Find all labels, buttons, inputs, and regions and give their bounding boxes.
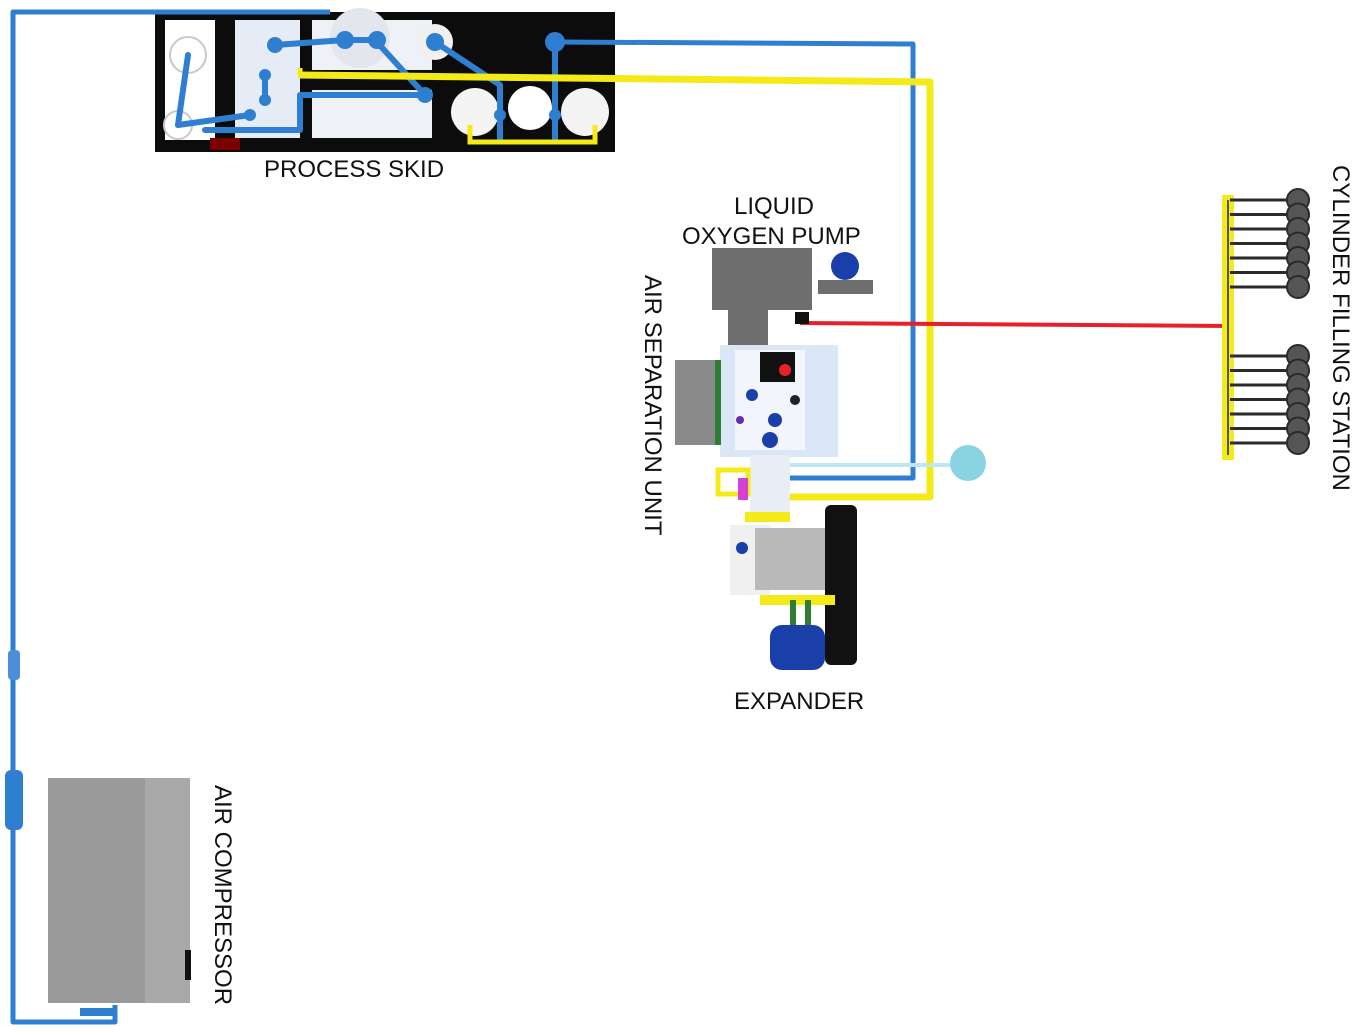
cylinder-filling-station-label: CYLINDER FILLING STATION xyxy=(1327,165,1354,491)
liquid-oxygen-pump xyxy=(712,248,873,348)
cylinder-filling-station xyxy=(1222,188,1310,460)
expander xyxy=(730,505,857,670)
cylinder-upper xyxy=(1286,275,1310,299)
air-supply-pipe xyxy=(10,9,330,1025)
liquid-oxygen-pump-label-line2: OXYGEN PUMP xyxy=(682,223,861,250)
inline-valve xyxy=(5,770,23,830)
oxygen-pipe xyxy=(297,71,934,501)
air-compressor xyxy=(48,778,191,1016)
air-separation-unit xyxy=(675,345,838,515)
air-separation-unit-label: AIR SEPARATION UNIT xyxy=(639,275,666,536)
vent-silencer xyxy=(950,445,986,481)
cylinder-banks xyxy=(1230,188,1310,455)
process-skid-label: PROCESS SKID xyxy=(264,156,445,183)
expander-label: EXPANDER xyxy=(734,688,865,715)
process-air-pipe xyxy=(557,39,916,481)
process-skid xyxy=(155,8,615,152)
air-compressor-label: AIR COMPRESSOR xyxy=(209,785,236,1006)
cylinder-lower xyxy=(1286,431,1310,455)
liquid-oxygen-pump-label-line1: LIQUID xyxy=(734,193,815,220)
liquid-oxygen-pipe xyxy=(799,321,1233,328)
